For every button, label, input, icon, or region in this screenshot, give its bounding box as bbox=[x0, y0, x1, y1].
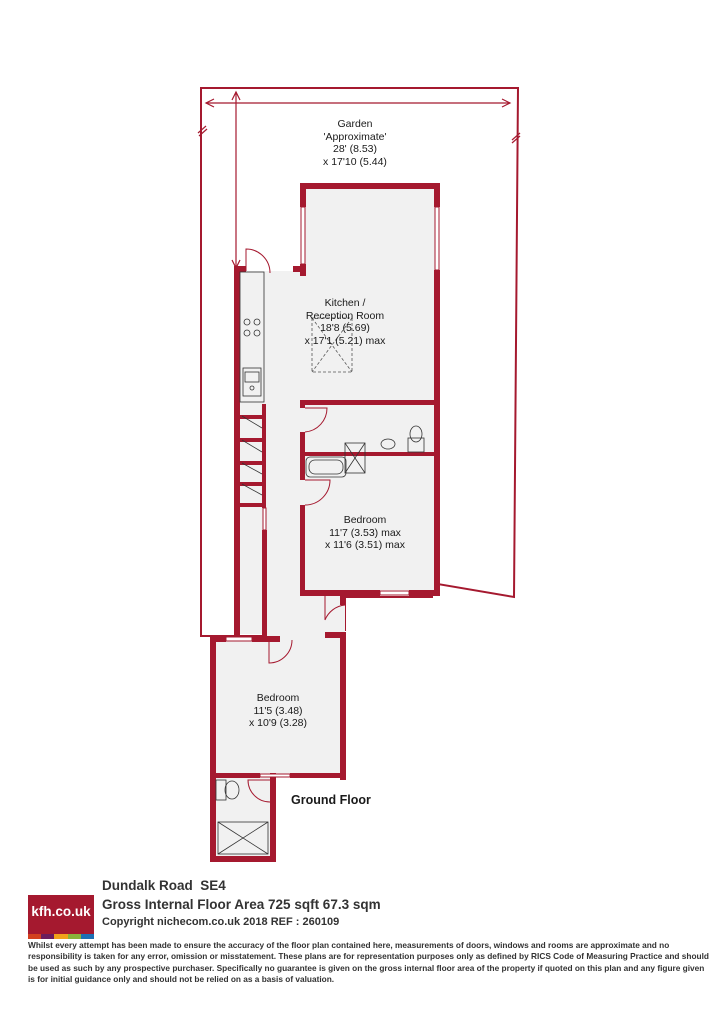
logo-stripe bbox=[80, 934, 95, 939]
garden-name: Garden bbox=[337, 118, 373, 130]
walls bbox=[210, 183, 440, 862]
door-swings bbox=[245, 248, 346, 803]
skylight bbox=[311, 317, 353, 373]
logo-stripes bbox=[28, 934, 95, 939]
copyright: Copyright nichecom.co.uk 2018 REF : 2601… bbox=[102, 916, 340, 928]
bathroom-fittings bbox=[305, 425, 425, 478]
disclaimer: Whilst every attempt has been made to en… bbox=[28, 940, 709, 985]
bedroom1-width: x 11'6 (3.51) max bbox=[324, 539, 405, 551]
bedroom1-name: Bedroom bbox=[343, 514, 387, 526]
bedroom2-label: Bedroom 11'5 (3.48) x 10'9 (3.28) bbox=[220, 692, 336, 730]
kitchen-length: 18'8 (5.69) bbox=[320, 322, 370, 334]
garden-width: x 17'10 (5.44) bbox=[323, 155, 387, 168]
bedroom2-name: Bedroom bbox=[256, 692, 300, 704]
logo-stripe bbox=[41, 934, 55, 939]
kitchen-label: Kitchen / Reception Room 18'8 (5.69) x 1… bbox=[275, 297, 415, 347]
windows bbox=[225, 206, 440, 778]
garden-dimension-arrows bbox=[197, 90, 521, 270]
kitchen-name-2: Reception Room bbox=[305, 309, 385, 322]
garden-note: 'Approximate' bbox=[323, 130, 387, 143]
kfh-logo[interactable]: kfh.co.uk bbox=[28, 895, 94, 934]
kitchen-fittings bbox=[239, 271, 265, 496]
kitchen-name: Kitchen / bbox=[324, 297, 366, 309]
kitchen-width: x 17'1 (5.21) max bbox=[304, 334, 386, 347]
garden-label: Garden 'Approximate' 28' (8.53) x 17'10 … bbox=[290, 118, 420, 168]
title-block: Dundalk Road SE4 Gross Internal Floor Ar… bbox=[102, 878, 381, 932]
interior-floor bbox=[215, 186, 435, 858]
bedroom2-length: 11'5 (3.48) bbox=[253, 704, 303, 717]
bedroom1-length: 11'7 (3.53) max bbox=[329, 526, 401, 539]
bedroom1-label: Bedroom 11'7 (3.53) max x 11'6 (3.51) ma… bbox=[300, 514, 430, 552]
ensuite-fittings bbox=[215, 779, 269, 855]
floor-area: Gross Internal Floor Area 725 sqft 67.3 … bbox=[102, 897, 381, 912]
logo-stripe bbox=[28, 934, 42, 939]
property-address: Dundalk Road SE4 bbox=[102, 878, 226, 893]
bedroom2-width: x 10'9 (3.28) bbox=[248, 717, 308, 729]
floor-label: Ground Floor bbox=[291, 793, 371, 807]
logo-text: kfh.co.uk bbox=[31, 904, 91, 919]
logo-stripe bbox=[67, 934, 81, 939]
logo-stripe bbox=[54, 934, 68, 939]
garden-length: 28' (8.53) bbox=[332, 143, 378, 155]
